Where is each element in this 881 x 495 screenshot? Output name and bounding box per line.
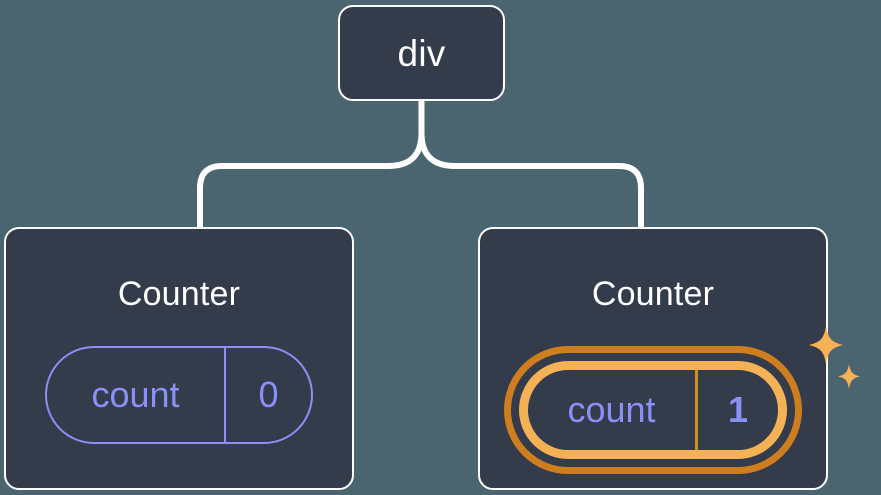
state-key-left: count: [91, 374, 180, 415]
node-counter-left-title: Counter: [117, 275, 241, 313]
state-key-right: count: [567, 389, 656, 430]
state-pill-left[interactable]: count 0: [45, 346, 313, 444]
node-div-label: div: [397, 32, 446, 74]
state-pill-wrapper-right: count 1: [504, 326, 860, 474]
node-counter-right-title: Counter: [591, 275, 715, 313]
state-pill-right[interactable]: count 1: [519, 361, 787, 459]
state-pill-highlight-ring: count 1: [504, 346, 802, 474]
state-value-left: 0: [258, 374, 279, 415]
sparkle-group: [809, 326, 860, 389]
sparkle-icon: [809, 326, 843, 364]
sparkle-icon: [838, 364, 860, 389]
state-value-right: 1: [727, 389, 749, 430]
node-div[interactable]: div: [338, 5, 505, 101]
state-pill-wrapper-left: count 0: [45, 346, 313, 444]
state-pill-divider-left: [224, 348, 226, 442]
node-counter-left[interactable]: Counter count 0: [4, 227, 354, 490]
connector-left: [197, 98, 425, 230]
node-counter-right[interactable]: Counter count 1: [478, 227, 860, 490]
state-pill-divider-right: [695, 370, 698, 450]
connector-right: [418, 98, 644, 230]
